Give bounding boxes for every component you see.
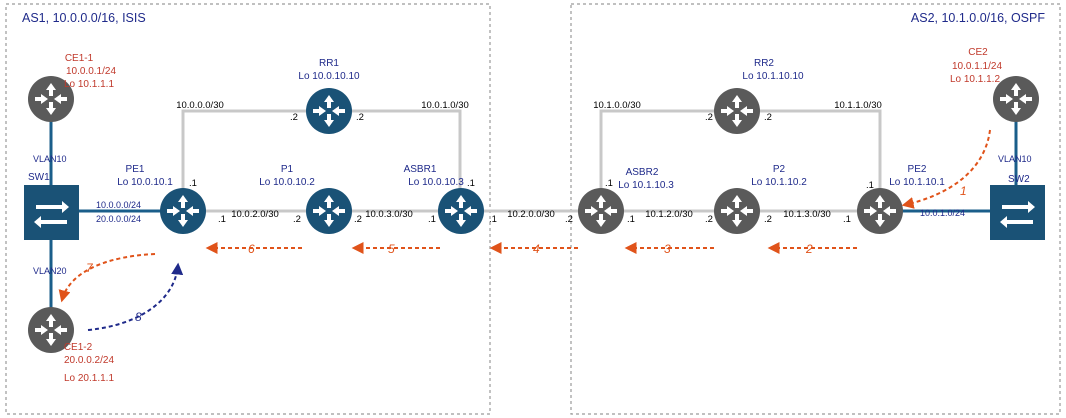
sw2-subnet: 10.0.1.0/24 [920, 208, 965, 218]
ce2-lo: Lo 10.1.1.2 [950, 74, 1000, 85]
link-label-asbr1-asbr2: 10.2.0.0/30 [507, 209, 555, 220]
ce2-name: CE2 [968, 47, 988, 58]
flow-step-4: 4 [533, 242, 540, 256]
ce1-2-name: CE1-2 [64, 342, 93, 353]
sw1-name: SW1 [28, 172, 50, 183]
iface-label: .2 [290, 112, 298, 123]
flow-step-3: 3 [664, 242, 671, 256]
link-label-asbr2-p2: 10.1.2.0/30 [645, 209, 693, 220]
p1-name: P1 [281, 164, 294, 175]
as2-boundary [570, 3, 1061, 415]
iface-label: .1 [218, 214, 226, 225]
p1-lo: Lo 10.0.10.2 [259, 177, 315, 188]
router-asbr2[interactable] [578, 188, 624, 234]
ce1-2-lo: Lo 20.1.1.1 [64, 373, 114, 384]
router-rr1[interactable] [306, 88, 352, 134]
iface-label: .2 [354, 214, 362, 225]
pe2-name: PE2 [908, 164, 927, 175]
sw1-subnet-2: 20.0.0.0/24 [96, 214, 141, 224]
router-pe1[interactable] [160, 188, 206, 234]
flow-step-2: 2 [805, 242, 813, 256]
iface-label: .1 [866, 180, 874, 191]
iface-label: .1 [189, 178, 197, 189]
iface-label: .1 [605, 178, 613, 189]
link-label-p2-pe2: 10.1.3.0/30 [783, 209, 831, 220]
ce1-1-ip: 10.0.0.1/24 [66, 66, 116, 77]
router-asbr1[interactable] [438, 188, 484, 234]
switch-icon [1000, 201, 1035, 228]
pe1-name: PE1 [126, 164, 145, 175]
sw2-name: SW2 [1008, 174, 1030, 185]
ce1-1-name: CE1-1 [65, 53, 94, 64]
link-label-asbr2-rr2: 10.1.0.0/30 [593, 100, 641, 111]
router-ce1-2[interactable] [28, 307, 74, 353]
iface-label: .2 [705, 112, 713, 123]
pe2-lo: Lo 10.1.10.1 [889, 177, 945, 188]
flow-arrow-1 [901, 129, 991, 209]
router-p1[interactable] [306, 188, 352, 234]
p2-name: P2 [773, 164, 786, 175]
asbr1-name: ASBR1 [404, 164, 437, 175]
as1-title: AS1, 10.0.0.0/16, ISIS [22, 11, 146, 25]
rr2-name: RR2 [754, 58, 774, 69]
ce1-1-lo: Lo 10.1.1.1 [64, 79, 114, 90]
pe1-lo: Lo 10.0.10.1 [117, 177, 173, 188]
router-p2[interactable] [714, 188, 760, 234]
iface-label: .2 [565, 214, 573, 225]
router-ce2[interactable] [993, 76, 1039, 122]
link-label-pe1-rr1: 10.0.0.0/30 [176, 100, 224, 111]
sw2-vlan: VLAN10 [998, 154, 1032, 164]
flow-step-6: 6 [248, 242, 255, 256]
iface-label: .2 [293, 214, 301, 225]
iface-label: .1 [627, 214, 635, 225]
as1-boundary [5, 3, 491, 415]
flow-step-8: 8 [135, 310, 142, 324]
router-rr2[interactable] [714, 88, 760, 134]
iface-label: .1 [467, 178, 475, 189]
link-label-p1-asbr1: 10.0.3.0/30 [365, 209, 413, 220]
switch-sw2[interactable] [990, 185, 1045, 240]
sw1-vlan-bottom: VLAN20 [33, 266, 67, 276]
iface-label: .2 [764, 112, 772, 123]
iface-label: .1 [843, 214, 851, 225]
link-label-pe1-p1: 10.0.2.0/30 [231, 209, 279, 220]
flow-step-1: 1 [960, 184, 967, 198]
sw1-subnet-1: 10.0.0.0/24 [96, 200, 141, 210]
flow-arrow-7 [58, 253, 156, 303]
iface-label: .1 [489, 214, 497, 225]
p2-lo: Lo 10.1.10.2 [751, 177, 807, 188]
iface-label: .2 [764, 214, 772, 225]
flow-step-7: 7 [86, 261, 94, 275]
router-ce1-1[interactable] [28, 76, 74, 122]
router-pe2[interactable] [857, 188, 903, 234]
ce2-ip: 10.0.1.1/24 [952, 61, 1002, 72]
rr1-lo: Lo 10.0.10.10 [298, 71, 360, 82]
as2-title: AS2, 10.1.0.0/16, OSPF [911, 11, 1045, 25]
asbr2-lo: Lo 10.1.10.3 [618, 180, 674, 191]
switch-icon [34, 201, 69, 228]
switch-sw1[interactable] [24, 185, 79, 240]
iface-label: .1 [428, 214, 436, 225]
asbr2-name: ASBR2 [626, 167, 659, 178]
sw1-vlan-top: VLAN10 [33, 154, 67, 164]
iface-label: .2 [705, 214, 713, 225]
link-label-rr1-asbr1: 10.0.1.0/30 [421, 100, 469, 111]
flow-step-5: 5 [388, 242, 395, 256]
ce1-2-ip: 20.0.0.2/24 [64, 355, 114, 366]
iface-label: .2 [356, 112, 364, 123]
rr2-lo: Lo 10.1.10.10 [742, 71, 804, 82]
link-label-rr2-pe2: 10.1.1.0/30 [834, 100, 882, 111]
rr1-name: RR1 [319, 58, 339, 69]
asbr1-lo: Lo 10.0.10.3 [408, 177, 464, 188]
flow-arrow-8 [87, 262, 184, 331]
